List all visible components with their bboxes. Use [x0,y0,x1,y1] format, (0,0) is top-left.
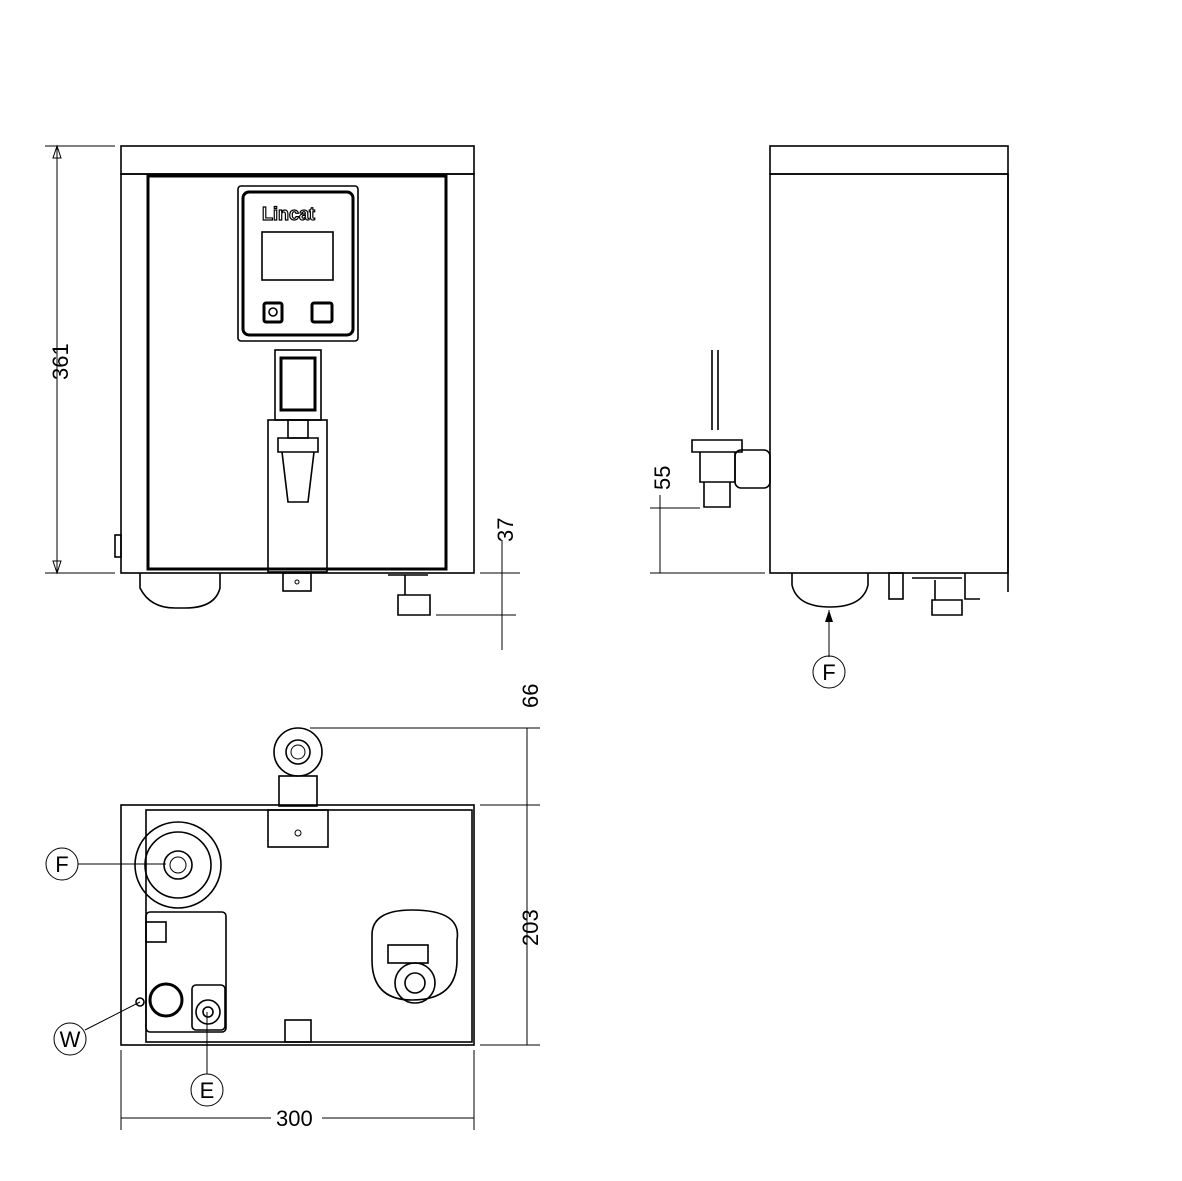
dispense-button-icon [310,301,334,324]
lincat-logo: Lincat [262,204,315,224]
dim-tap-drop-37: 37 [493,518,518,542]
dim-width-300: 300 [276,1106,313,1131]
display-screen [261,231,334,281]
side-view [691,145,1009,616]
callout-f-side: F [822,660,835,685]
callout-e: E [200,1078,215,1103]
dim-depth-203: 203 [518,909,543,946]
plan-view [120,727,475,1046]
control-panel: Lincat [237,185,359,342]
tap-front [267,349,328,573]
dim-protrusion-66: 66 [518,684,543,708]
power-symbol-icon [268,307,278,317]
callout-w: W [60,1027,81,1052]
dimension-lines: 361 37 55 66 203 300 [45,144,765,1131]
dim-height-361: 361 [48,343,73,380]
dim-tap-height-55: 55 [650,466,675,490]
callout-f-top: F [55,852,68,877]
callouts: F F W E [45,610,846,1107]
power-button-icon [262,301,284,324]
front-view: Lincat [114,145,475,616]
